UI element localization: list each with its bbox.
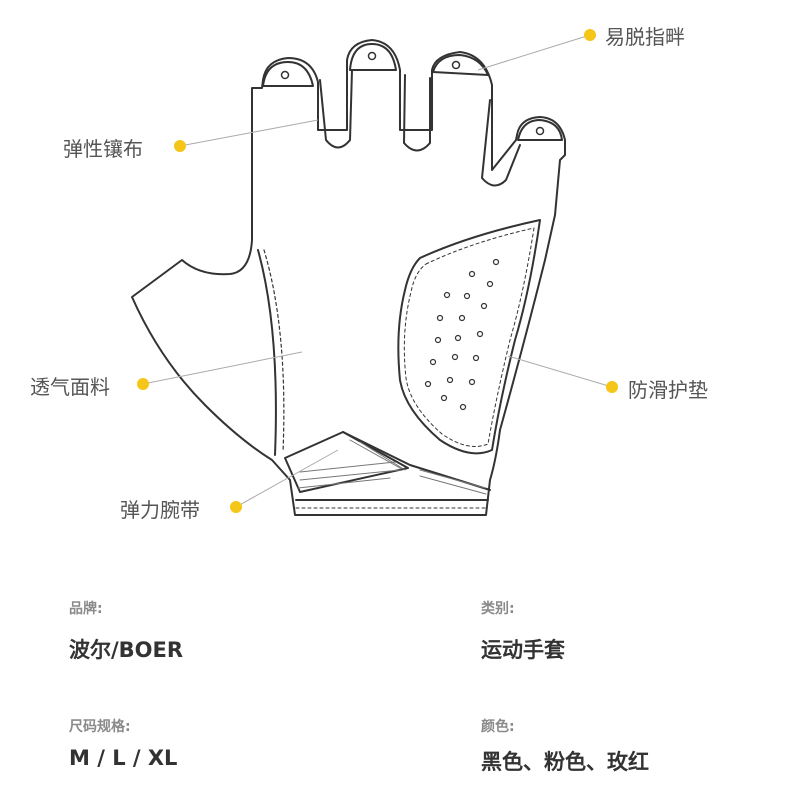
category-label: 类别: (481, 601, 515, 617)
callout-finger-tabs: 易脱指畔 (605, 25, 685, 49)
marker-elastic-wristband (230, 501, 242, 513)
marker-anti-slip-pad (606, 381, 618, 393)
colors-label: 颜色: (481, 719, 515, 735)
callout-elastic-panel: 弹性镶布 (63, 137, 143, 161)
anti-slip-dots (424, 258, 500, 411)
marker-elastic-panel (174, 140, 186, 152)
anti-slip-pad-outline (397, 219, 541, 455)
sizes-value: M / L / XL (69, 746, 178, 770)
glove-outline (131, 39, 566, 516)
callout-anti-slip-pad: 防滑护垫 (628, 378, 708, 402)
brand-value: 波尔/BOER (69, 638, 184, 662)
marker-finger-tabs (584, 29, 596, 41)
sizes-label: 尺码规格: (69, 719, 131, 735)
brand-label: 品牌: (69, 601, 103, 617)
glove-diagram (131, 29, 618, 516)
callout-breathable-fabric: 透气面料 (30, 375, 110, 399)
category-value: 运动手套 (481, 638, 565, 662)
colors-value: 黑色、粉色、玫红 (481, 750, 649, 774)
marker-breathable-fabric (137, 378, 149, 390)
callout-elastic-wristband: 弹力腕带 (120, 498, 200, 522)
